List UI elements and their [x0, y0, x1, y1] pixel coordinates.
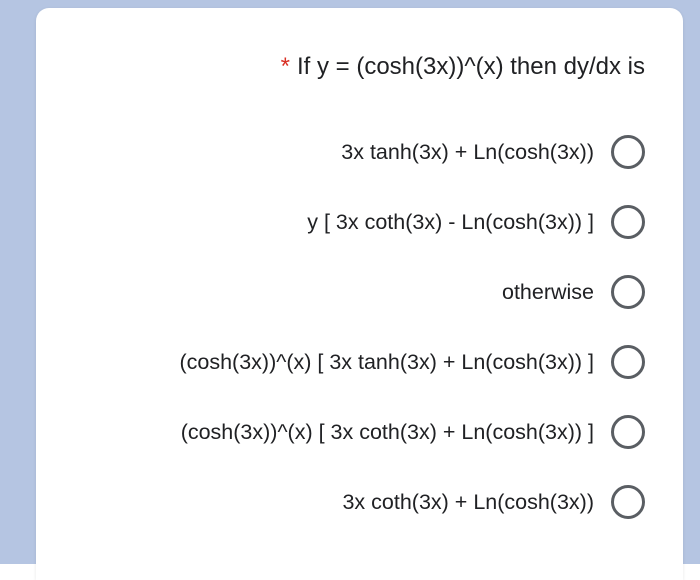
- option-label: 3x tanh(3x) + Ln(cosh(3x)): [341, 139, 594, 164]
- option-row: 3x coth(3x) + Ln(cosh(3x)): [56, 467, 645, 537]
- radio-button[interactable]: [611, 205, 645, 239]
- radio-button[interactable]: [611, 345, 645, 379]
- radio-button[interactable]: [611, 135, 645, 169]
- option-label: 3x coth(3x) + Ln(cosh(3x)): [342, 489, 594, 514]
- option-label: (cosh(3x))^(x) [ 3x coth(3x) + Ln(cosh(3…: [180, 419, 594, 444]
- option-label: (cosh(3x))^(x) [ 3x tanh(3x) + Ln(cosh(3…: [179, 349, 594, 374]
- option-label: y [ 3x coth(3x) - Ln(cosh(3x)) ]: [307, 209, 594, 234]
- option-row: y [ 3x coth(3x) - Ln(cosh(3x)) ]: [56, 187, 645, 257]
- radio-button[interactable]: [611, 485, 645, 519]
- option-row: 3x tanh(3x) + Ln(cosh(3x)): [56, 117, 645, 187]
- question-card: *If y = (cosh(3x))^(x) then dy/dx is 3x …: [36, 8, 683, 580]
- required-asterisk: *: [280, 53, 290, 80]
- question-text: If y = (cosh(3x))^(x) then dy/dx is: [296, 53, 645, 80]
- option-row: (cosh(3x))^(x) [ 3x tanh(3x) + Ln(cosh(3…: [56, 327, 645, 397]
- option-label: otherwise: [501, 279, 594, 304]
- options-list: 3x tanh(3x) + Ln(cosh(3x)) y [ 3x coth(3x…: [56, 117, 645, 537]
- question-title: *If y = (cosh(3x))^(x) then dy/dx is: [56, 52, 645, 82]
- option-row: (cosh(3x))^(x) [ 3x coth(3x) + Ln(cosh(3…: [56, 397, 645, 467]
- option-row: otherwise: [56, 257, 645, 327]
- radio-button[interactable]: [611, 275, 645, 309]
- radio-button[interactable]: [611, 415, 645, 449]
